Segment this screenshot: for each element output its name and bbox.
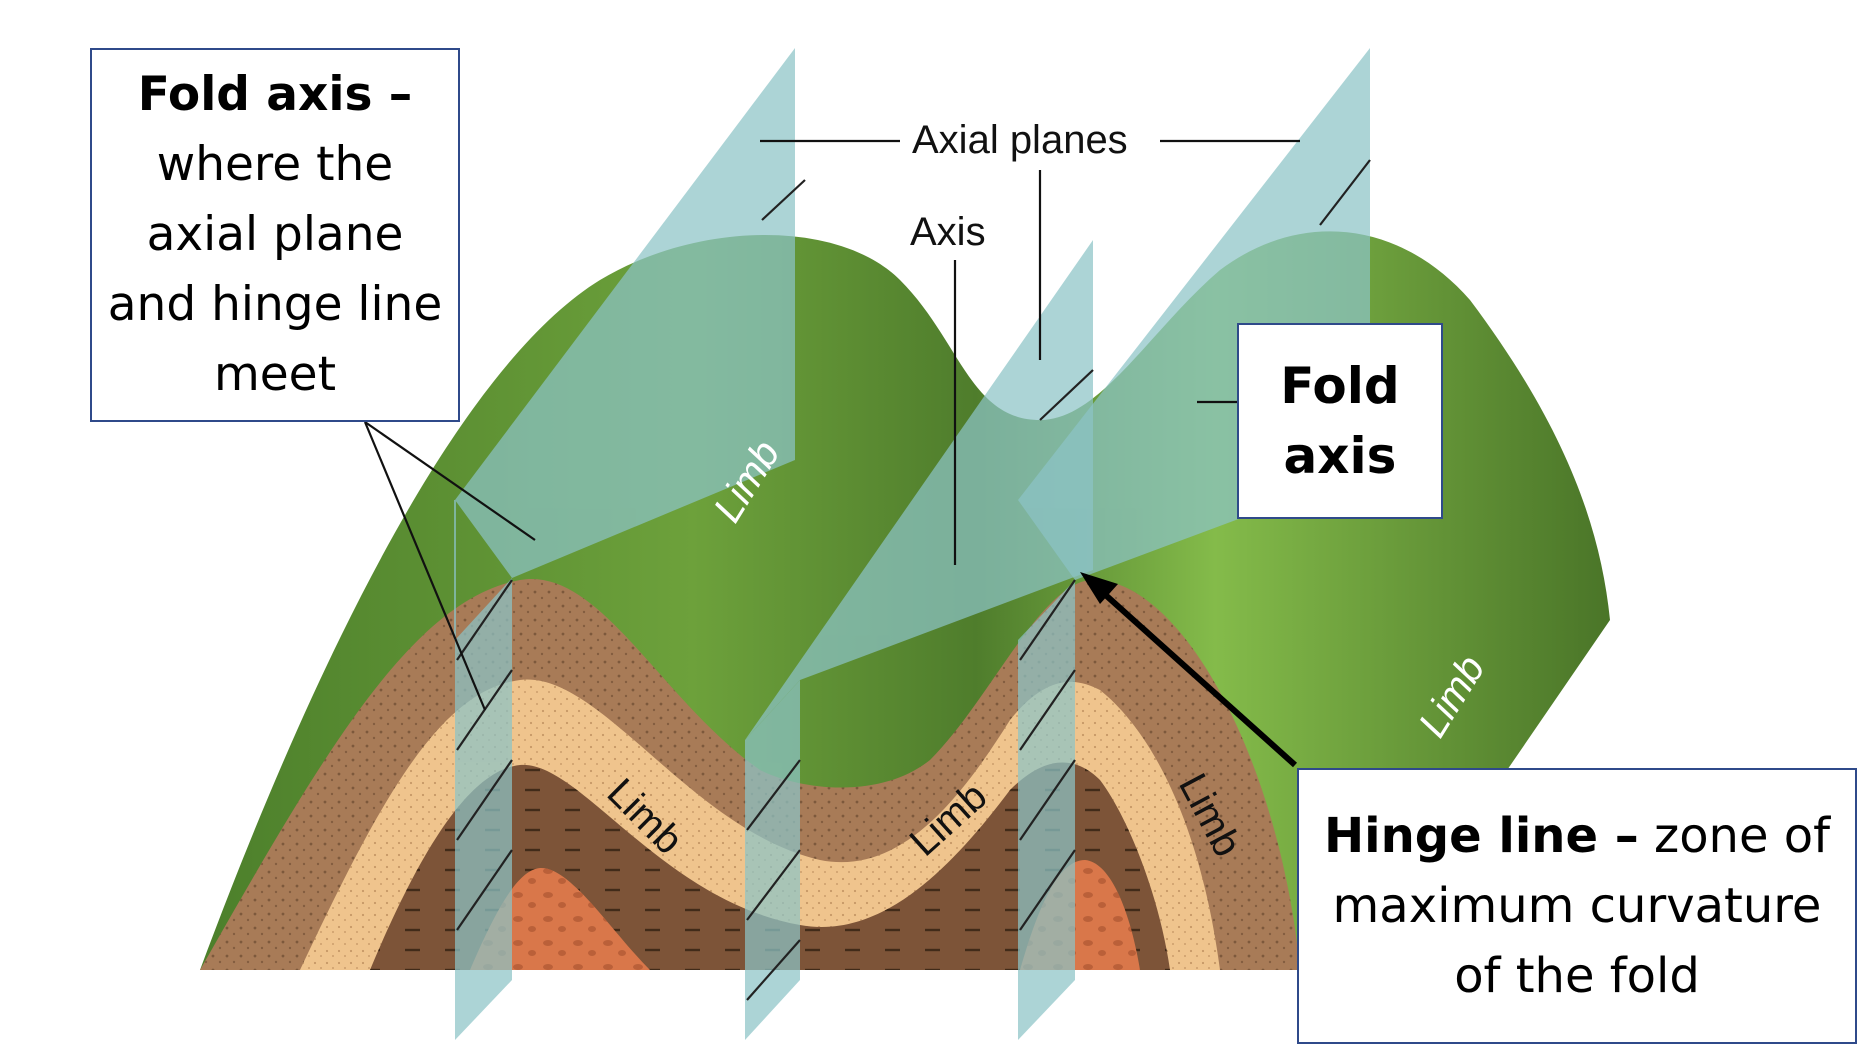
- hinge-line-1: Hinge line – zone of: [1324, 801, 1830, 871]
- hinge-line-heading: Hinge line –: [1323, 808, 1639, 864]
- fold-axis-callout-right: Fold axis: [1237, 323, 1443, 519]
- hinge-arrow: [1080, 572, 1298, 768]
- fold-axis-line-3: and hinge line: [107, 277, 443, 332]
- axis-label: Axis: [910, 210, 986, 254]
- cross-section: [200, 578, 1300, 970]
- hinge-line-1-rest: zone of: [1638, 808, 1831, 864]
- fold-axis-callout-left: Fold axis – where the axial plane and hi…: [90, 48, 460, 422]
- hinge-line-3: of the fold: [1454, 948, 1700, 1004]
- axial-plane-middle: [745, 240, 1093, 1040]
- fold-axis-line-1: where the: [156, 137, 394, 192]
- fold-axis-right-line-1: Fold: [1280, 357, 1400, 415]
- fold-axis-line-2: axial plane: [146, 207, 404, 262]
- fold-axis-line-4: meet: [213, 347, 337, 402]
- fold-axis-heading: Fold axis –: [137, 67, 413, 122]
- axial-plane-left: [454, 48, 795, 1040]
- axial-planes-label: Axial planes: [912, 118, 1128, 162]
- leader-lines: [363, 139, 1300, 711]
- hinge-line-2: maximum curvature: [1332, 878, 1822, 934]
- hinge-line-callout: Hinge line – zone of maximum curvature o…: [1297, 768, 1857, 1044]
- fold-axis-right-line-2: axis: [1283, 427, 1397, 485]
